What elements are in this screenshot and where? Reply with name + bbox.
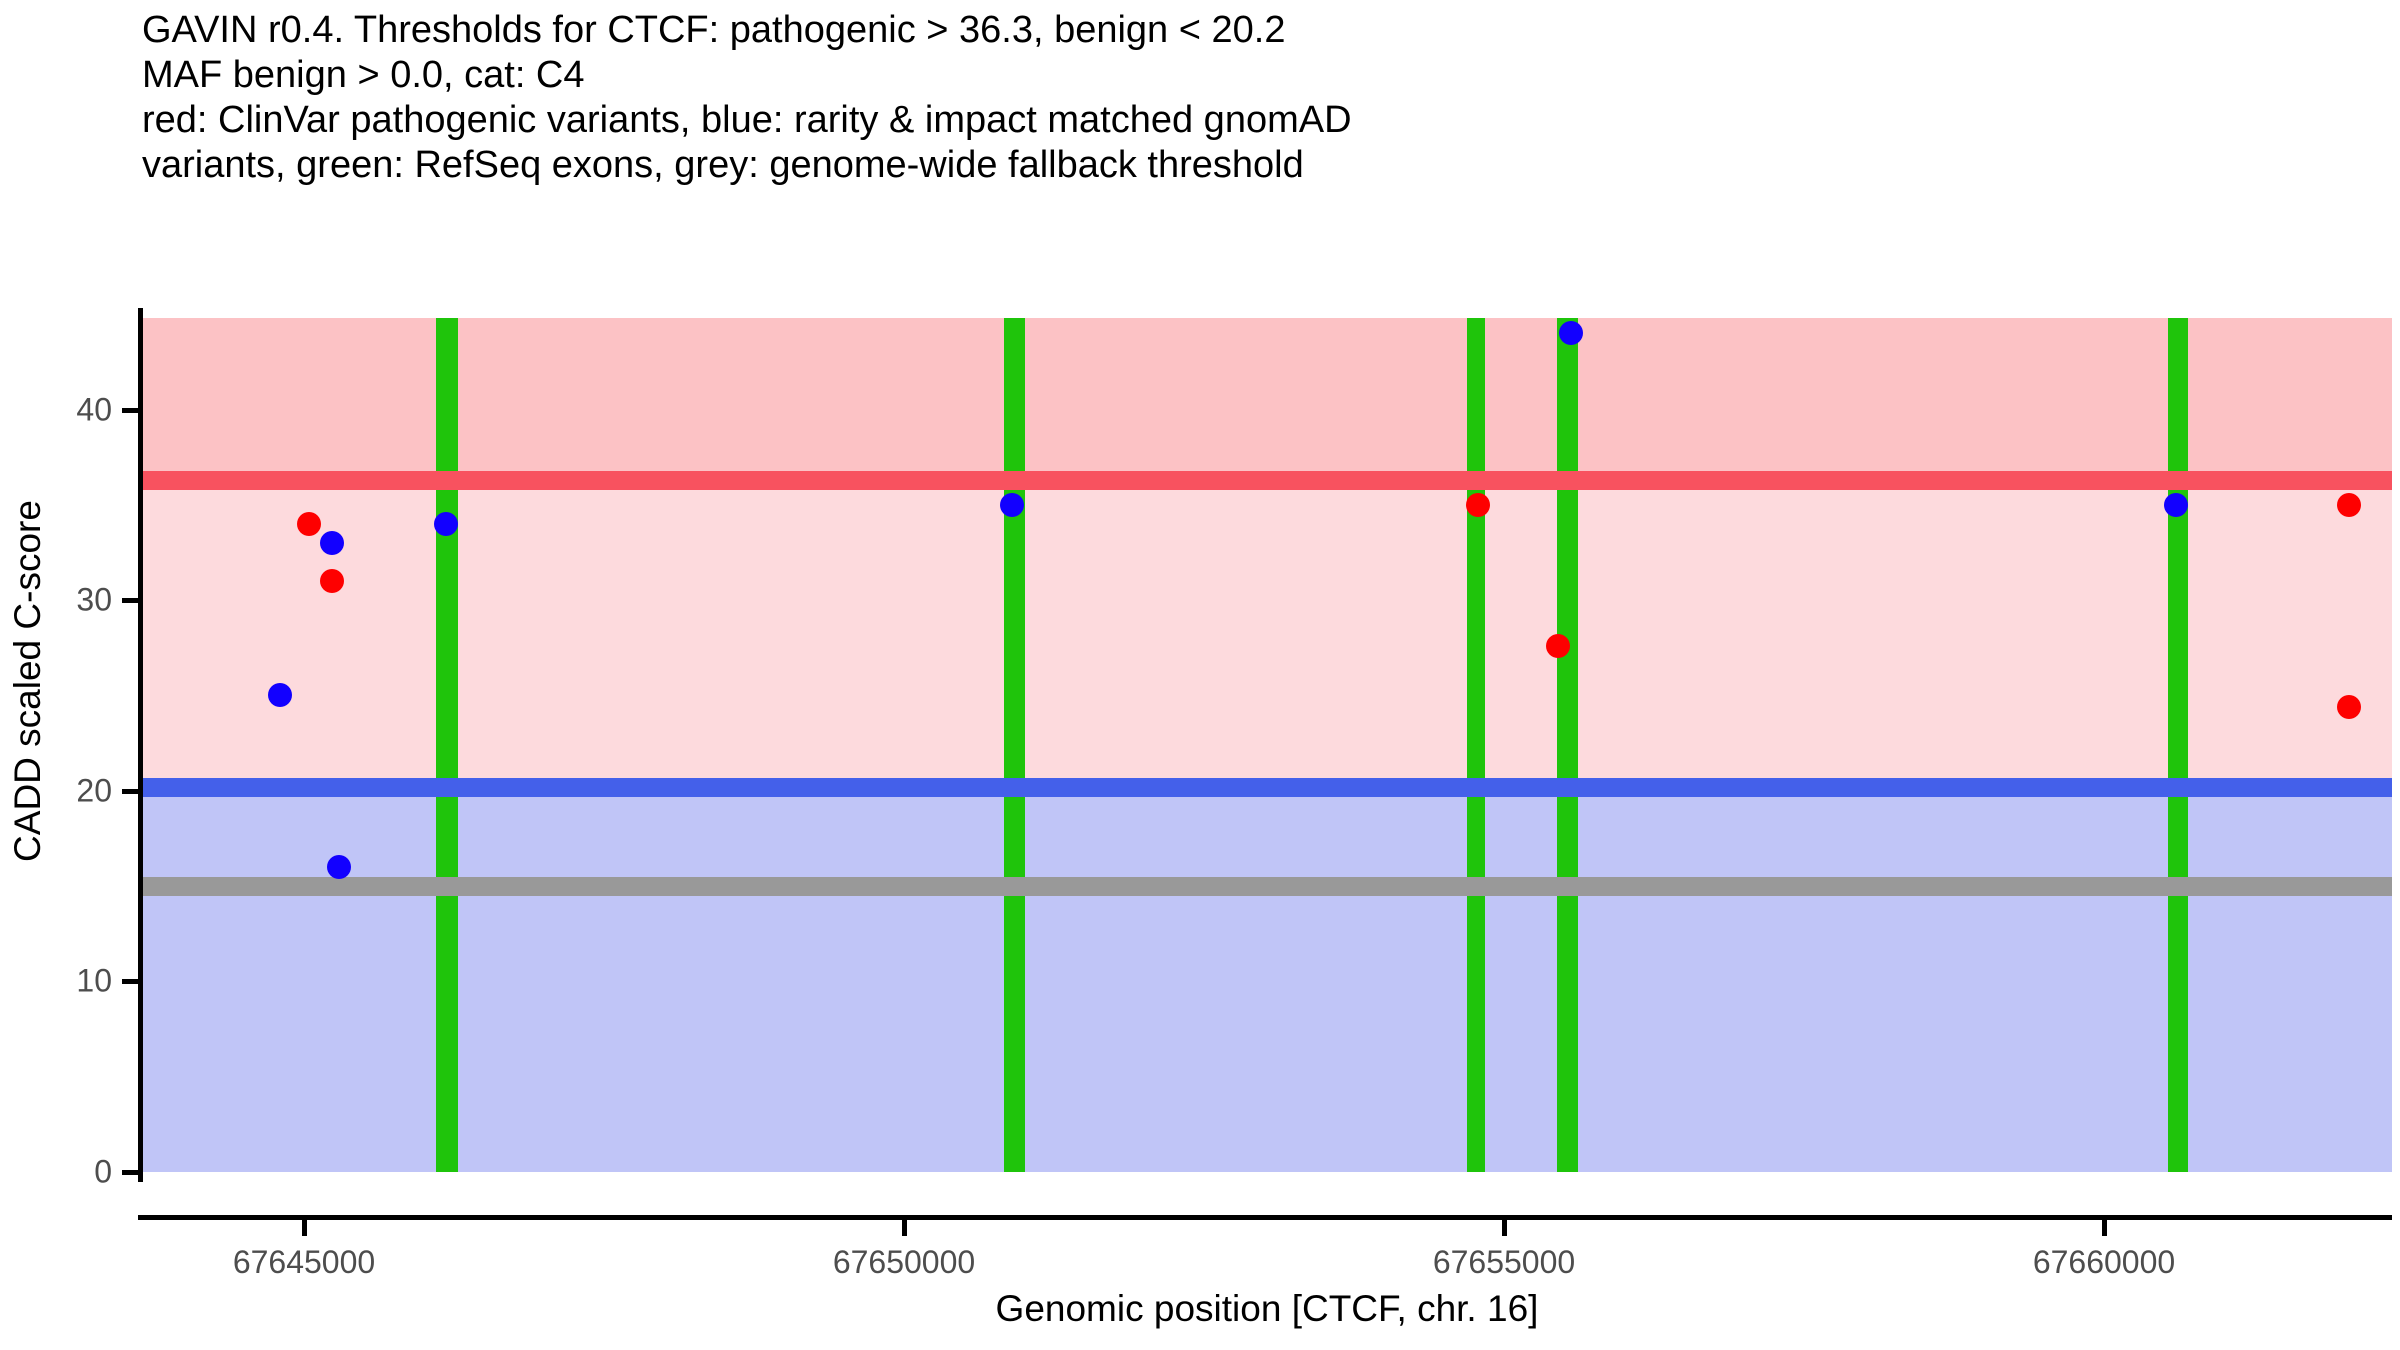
title-line-3: red: ClinVar pathogenic variants, blue: … <box>142 99 1352 141</box>
x-tick-3 <box>2102 1220 2107 1236</box>
x-tick-label-3: 67660000 <box>2032 1244 2176 1280</box>
exon-bar-2 <box>1466 318 1485 1172</box>
y-axis-label: CADD scaled C-score <box>7 500 48 862</box>
y-tick-1 <box>122 979 138 985</box>
title-line-2: MAF benign > 0.0, cat: C4 <box>142 54 585 96</box>
x-axis-line <box>138 1215 2392 1220</box>
y-axis-line <box>138 308 143 1182</box>
y-tick-4 <box>122 407 138 413</box>
x-axis-label: Genomic position [CTCF, chr. 16] <box>995 1288 1539 1329</box>
y-tick-3 <box>122 598 138 604</box>
data-point-blue-1-4 <box>1000 492 1024 517</box>
threshold-line-1 <box>142 777 2392 797</box>
band-2 <box>142 786 2392 1172</box>
data-point-red-0-3 <box>1546 633 1570 658</box>
threshold-line-2 <box>142 877 2392 897</box>
x-tick-label-0: 67645000 <box>232 1244 376 1280</box>
y-tick-label-2: 20 <box>76 772 112 809</box>
title-line-4: variants, green: RefSeq exons, grey: gen… <box>142 144 1304 186</box>
y-tick-0 <box>122 1170 138 1175</box>
data-point-red-0-2 <box>1465 492 1490 517</box>
x-tick-label-1: 67650000 <box>832 1244 976 1280</box>
data-point-red-0-1 <box>320 569 345 594</box>
data-point-blue-1-6 <box>2164 492 2188 517</box>
exon-bar-3 <box>1556 318 1579 1172</box>
data-point-blue-1-1 <box>268 683 292 708</box>
exon-bar-4 <box>2167 318 2188 1172</box>
data-point-red-0-4 <box>2336 492 2361 517</box>
x-tick-label-2: 67655000 <box>1432 1244 1576 1280</box>
plot-panel <box>142 318 2392 1172</box>
y-tick-label-4: 40 <box>76 391 112 427</box>
chart-title: GAVIN r0.4. Thresholds for CTCF: pathoge… <box>142 8 2342 188</box>
x-tick-0 <box>302 1220 307 1236</box>
data-point-red-0-5 <box>2336 694 2361 719</box>
data-point-red-0-0 <box>296 511 321 536</box>
y-axis-ticks: 0 10 20 30 40 <box>0 0 138 1350</box>
data-point-blue-1-0 <box>319 530 344 555</box>
y-tick-label-1: 10 <box>76 962 112 999</box>
y-tick-label-0: 0 <box>94 1153 112 1190</box>
y-tick-2 <box>122 788 138 794</box>
title-line-1: GAVIN r0.4. Thresholds for CTCF: pathoge… <box>142 9 1286 51</box>
threshold-line-0 <box>142 471 2392 491</box>
data-point-blue-1-3 <box>433 511 458 536</box>
exon-bar-1 <box>1003 318 1026 1172</box>
band-0 <box>142 318 2392 481</box>
y-tick-label-3: 30 <box>76 581 112 618</box>
band-1 <box>142 480 2392 787</box>
x-tick-2 <box>1502 1220 1507 1236</box>
data-point-blue-1-5 <box>1559 321 1584 346</box>
x-tick-1 <box>902 1220 907 1236</box>
exon-bar-0 <box>436 318 458 1172</box>
data-point-blue-1-2 <box>326 855 351 879</box>
